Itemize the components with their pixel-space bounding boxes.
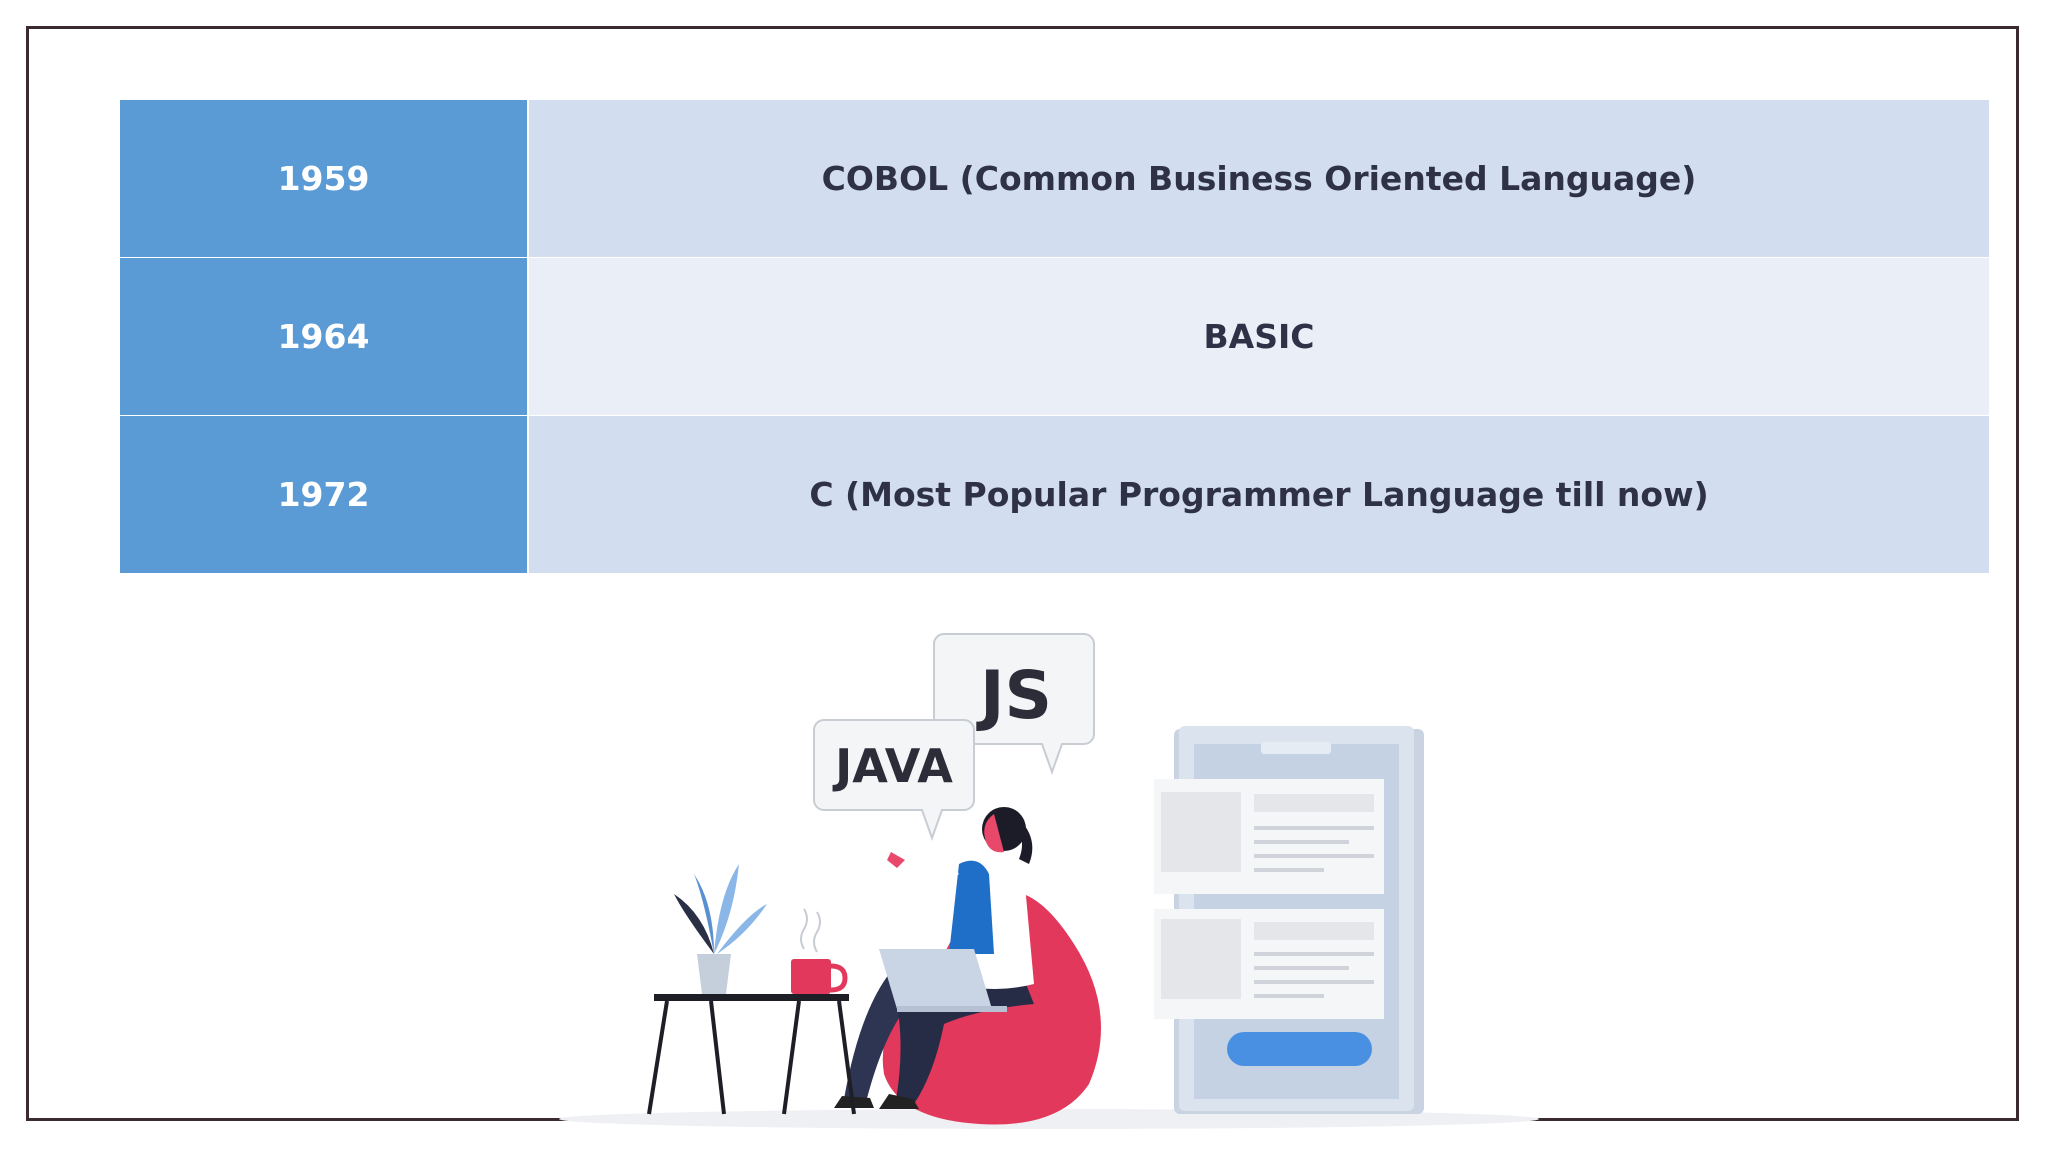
language-cell: C (Most Popular Programmer Language till…: [529, 416, 1989, 573]
person-figure: [834, 807, 1034, 1109]
language-cell: COBOL (Common Business Oriented Language…: [529, 100, 1989, 257]
java-speech-bubble: JAVA: [813, 719, 975, 841]
java-bubble-label: JAVA: [832, 739, 953, 793]
year-cell: 1972: [120, 416, 527, 573]
coffee-mug: [791, 908, 848, 994]
year-cell: 1964: [120, 258, 527, 415]
table-row: 1972 C (Most Popular Programmer Language…: [120, 416, 1989, 573]
language-cell: BASIC: [529, 258, 1989, 415]
js-bubble-label: JS: [976, 657, 1052, 734]
table-row: 1959 COBOL (Common Business Oriented Lan…: [120, 100, 1989, 257]
app-screen-mockup: [1154, 726, 1424, 1114]
slide: 1959 COBOL (Common Business Oriented Lan…: [26, 26, 2019, 1129]
plant: [674, 864, 767, 994]
programmer-illustration-svg: JS JAVA: [559, 633, 1539, 1129]
laptop: [879, 949, 992, 1009]
side-table: [647, 994, 856, 1115]
year-cell: 1959: [120, 100, 527, 257]
app-button-shape: [1227, 1032, 1372, 1066]
programmer-illustration: JS JAVA: [549, 614, 1549, 1134]
table-row: 1964 BASIC: [120, 258, 1989, 415]
language-timeline-table: 1959 COBOL (Common Business Oriented Lan…: [120, 100, 1989, 573]
